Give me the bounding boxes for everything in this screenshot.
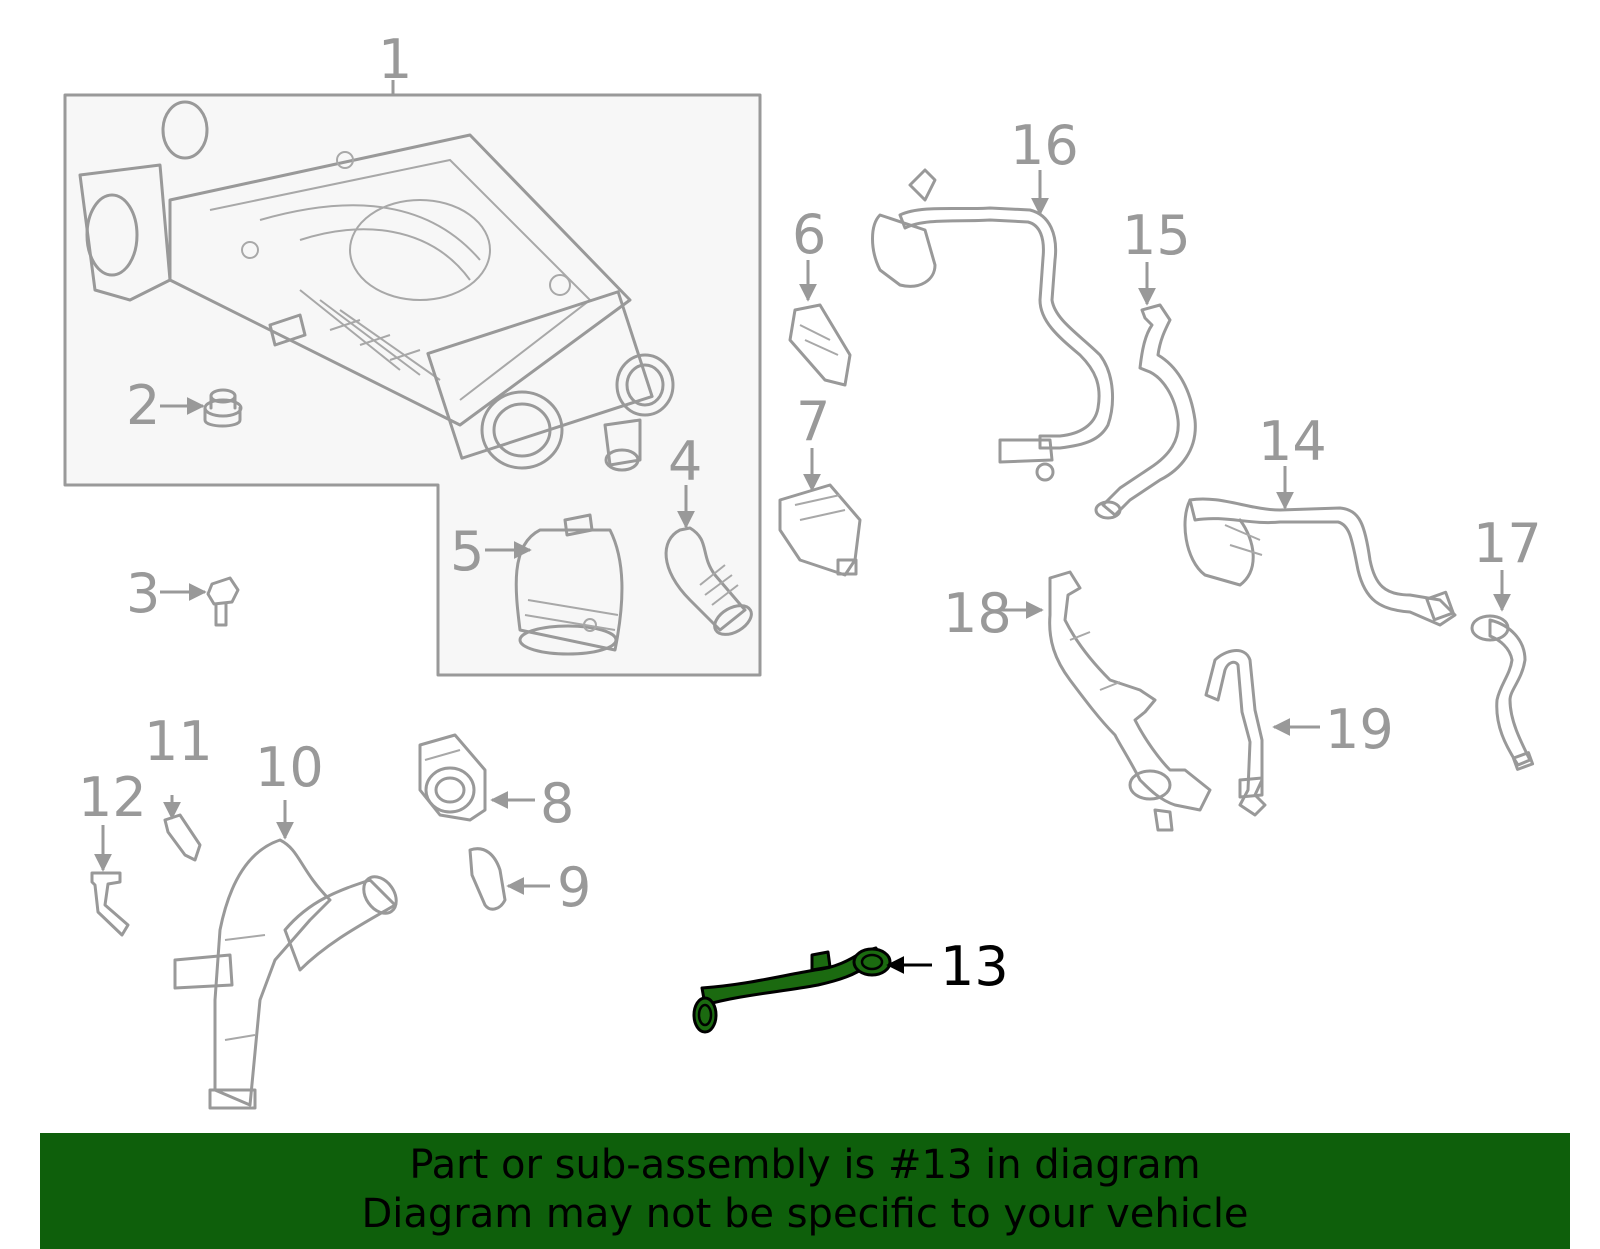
callout-10: 10 bbox=[255, 736, 324, 799]
part-2-plug bbox=[203, 388, 243, 428]
part-1-intake-manifold bbox=[78, 100, 675, 472]
callout-6: 6 bbox=[792, 203, 826, 266]
part-12-line bbox=[90, 871, 130, 937]
callout-19: 19 bbox=[1325, 698, 1394, 761]
part-15-hose bbox=[1094, 303, 1197, 520]
part-3-bolt bbox=[206, 576, 240, 627]
part-19-hose bbox=[1204, 649, 1267, 817]
banner-line-2: Diagram may not be specific to your vehi… bbox=[361, 1191, 1249, 1237]
part-18-hose bbox=[1048, 570, 1212, 832]
part-10-intake-tube bbox=[173, 838, 398, 1110]
part-4-hose bbox=[664, 526, 753, 636]
part-13-coolant-pipe bbox=[692, 946, 892, 1034]
info-banner: Part or sub-assembly is #13 in diagram D… bbox=[40, 1133, 1570, 1249]
callout-3: 3 bbox=[126, 562, 160, 625]
callout-13: 13 bbox=[940, 935, 1009, 998]
assembly-1-outline bbox=[63, 93, 762, 677]
callout-2: 2 bbox=[126, 374, 160, 437]
part-5-duct bbox=[514, 513, 624, 656]
part-14-hose bbox=[1183, 497, 1457, 627]
callout-1: 1 bbox=[378, 28, 412, 91]
callout-4: 4 bbox=[668, 430, 702, 493]
callout-17: 17 bbox=[1473, 512, 1542, 575]
callout-7: 7 bbox=[796, 390, 830, 453]
callout-12: 12 bbox=[78, 766, 147, 829]
banner-line-1: Part or sub-assembly is #13 in diagram bbox=[409, 1142, 1201, 1188]
callout-15: 15 bbox=[1122, 204, 1191, 267]
part-8-throttle-body bbox=[418, 733, 487, 822]
callout-14: 14 bbox=[1258, 410, 1327, 473]
callout-16: 16 bbox=[1010, 114, 1079, 177]
part-6-sensor bbox=[788, 303, 852, 387]
callout-5: 5 bbox=[450, 520, 484, 583]
callout-11: 11 bbox=[144, 710, 213, 773]
part-16-hose bbox=[871, 168, 1114, 482]
part-7-actuator bbox=[778, 483, 862, 577]
callout-18: 18 bbox=[943, 582, 1012, 645]
part-9-gasket bbox=[468, 847, 507, 911]
callout-9: 9 bbox=[557, 856, 591, 919]
part-11-sensor bbox=[163, 813, 202, 862]
part-17-hose bbox=[1470, 614, 1535, 771]
callout-8: 8 bbox=[540, 772, 574, 835]
